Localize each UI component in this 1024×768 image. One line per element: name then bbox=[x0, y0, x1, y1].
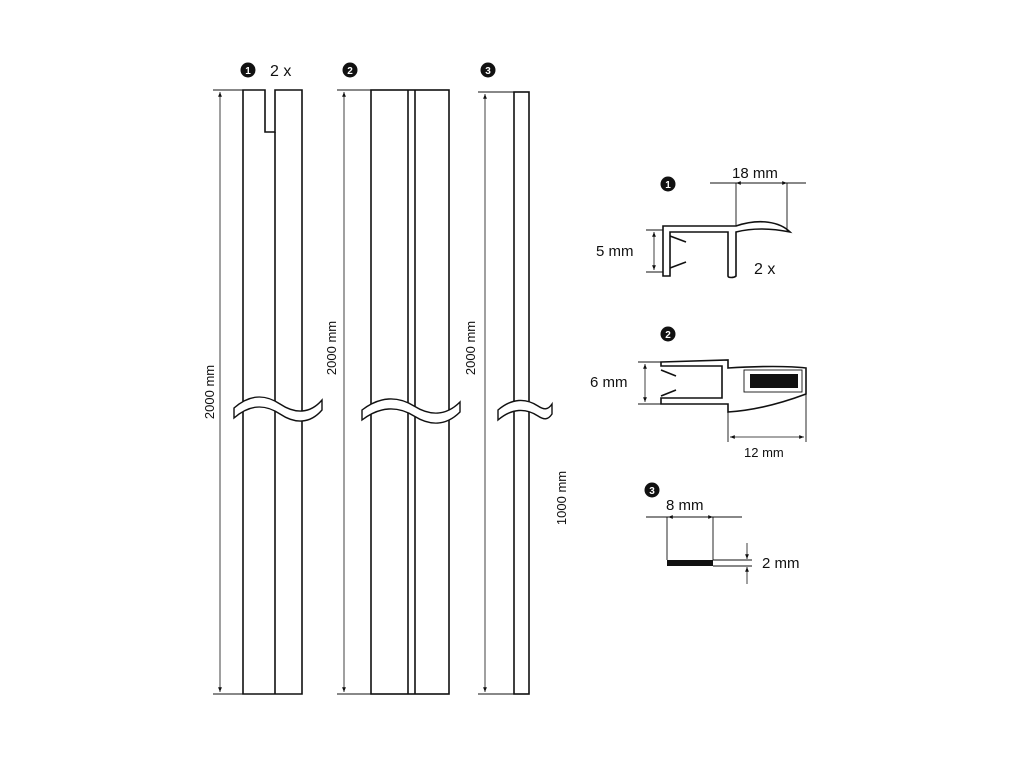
strip-3-outline bbox=[513, 91, 530, 695]
profile-3-width-label: 8 mm bbox=[666, 497, 704, 514]
profile-3-shape bbox=[667, 560, 713, 566]
profile-3-number-badge: 3 bbox=[644, 482, 660, 498]
svg-text:1: 1 bbox=[245, 66, 251, 77]
strip-1-number-badge: 1 bbox=[240, 62, 256, 78]
profile-2-width-label: 12 mm bbox=[744, 445, 784, 460]
svg-text:2: 2 bbox=[347, 66, 353, 77]
profile-1-shape bbox=[662, 220, 793, 279]
svg-text:3: 3 bbox=[485, 66, 491, 77]
strip-2-outline bbox=[370, 89, 450, 695]
profile-1-quantity: 2 x bbox=[754, 261, 775, 278]
strip-2-length-label: 2000 mm bbox=[324, 321, 339, 375]
profile-2-shape bbox=[660, 359, 807, 413]
profile-2-insert bbox=[750, 374, 798, 388]
profile-1-width-label: 18 mm bbox=[732, 165, 778, 182]
strip-2-number-badge: 2 bbox=[342, 62, 358, 78]
profile-3-height-label: 2 mm bbox=[762, 555, 800, 572]
svg-text:3: 3 bbox=[649, 486, 655, 497]
profile-2-insert-frame bbox=[743, 369, 803, 393]
strip-1-outline bbox=[242, 89, 303, 695]
strip-3-break-mark bbox=[497, 399, 553, 422]
strip-3-number-badge: 3 bbox=[480, 62, 496, 78]
strip-1-break-mark bbox=[233, 396, 323, 422]
strip-1-length-label: 2000 mm bbox=[202, 365, 217, 419]
strip-3-secondary-length-label: 1000 mm bbox=[554, 471, 569, 525]
strip-2-break-mark bbox=[361, 398, 461, 424]
profile-2-lip-top bbox=[660, 369, 677, 377]
strip-3: 3 2000 mm 1000 mm bbox=[463, 62, 569, 695]
strip-2: 2 2000 mm bbox=[324, 62, 461, 695]
strip-1: 1 2 x 2000 mm bbox=[202, 62, 323, 695]
profile-2-number-badge: 2 bbox=[660, 326, 676, 342]
profile-1-lip-bottom bbox=[669, 261, 687, 269]
profile-2: 2 6 mm 12 mm bbox=[590, 326, 807, 460]
profile-2-height-label: 6 mm bbox=[590, 374, 628, 391]
strip-3-length-label: 2000 mm bbox=[463, 321, 478, 375]
profile-1-height-label: 5 mm bbox=[596, 243, 634, 260]
profile-2-lip-bottom bbox=[660, 389, 677, 397]
profile-1-number-badge: 1 bbox=[660, 176, 676, 192]
svg-text:2: 2 bbox=[665, 330, 671, 341]
strip-1-quantity: 2 x bbox=[270, 63, 291, 80]
profile-3: 3 8 mm 2 mm bbox=[644, 482, 800, 584]
profile-1: 1 18 mm 5 mm 2 x bbox=[596, 165, 806, 279]
svg-text:1: 1 bbox=[665, 180, 671, 191]
profile-1-lip-top bbox=[669, 235, 687, 243]
